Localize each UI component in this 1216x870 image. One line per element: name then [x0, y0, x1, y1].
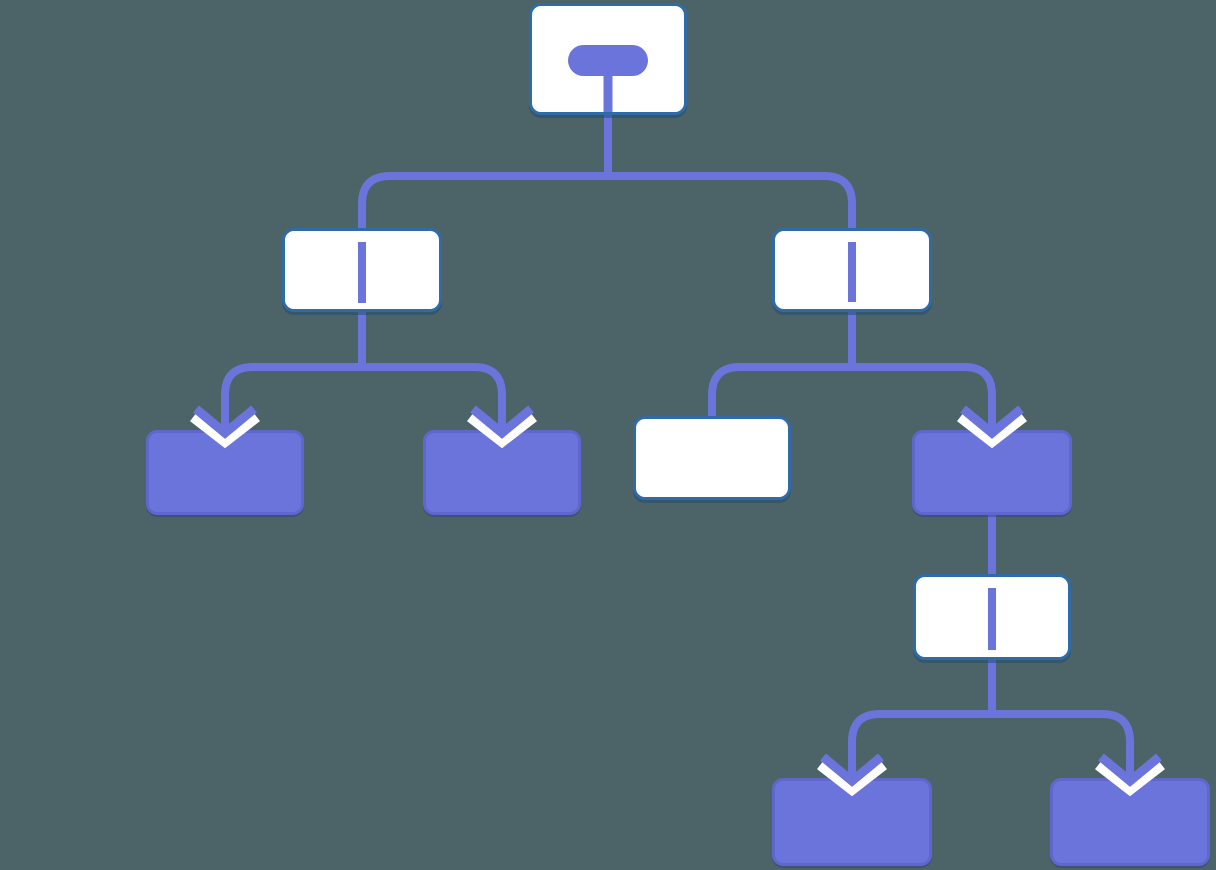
vertical-line-icon [988, 588, 996, 650]
connector-bus-bottom-subtree [848, 710, 1134, 776]
tree-node-root[interactable] [529, 3, 687, 115]
tree-node-branch-lower[interactable] [913, 574, 1071, 660]
vertical-line-icon [848, 242, 856, 302]
double-chevron-down-arrow-icon [817, 753, 887, 797]
double-chevron-down-arrow-icon [467, 405, 537, 449]
connector-bus-right-subtree [708, 363, 996, 428]
pill-with-stem-icon [568, 45, 648, 76]
tree-node-white-empty[interactable] [633, 416, 791, 500]
connector-bus-left-subtree [221, 363, 506, 428]
tree-node-branch-left[interactable] [282, 228, 442, 312]
vertical-line-icon [358, 242, 366, 303]
double-chevron-down-arrow-icon [957, 405, 1027, 449]
connector-bus-level1 [358, 172, 856, 230]
double-chevron-down-arrow-icon [190, 405, 260, 449]
double-chevron-down-arrow-icon [1095, 753, 1165, 797]
tree-node-branch-right[interactable] [772, 228, 932, 312]
pill-stem-shape [603, 72, 613, 112]
